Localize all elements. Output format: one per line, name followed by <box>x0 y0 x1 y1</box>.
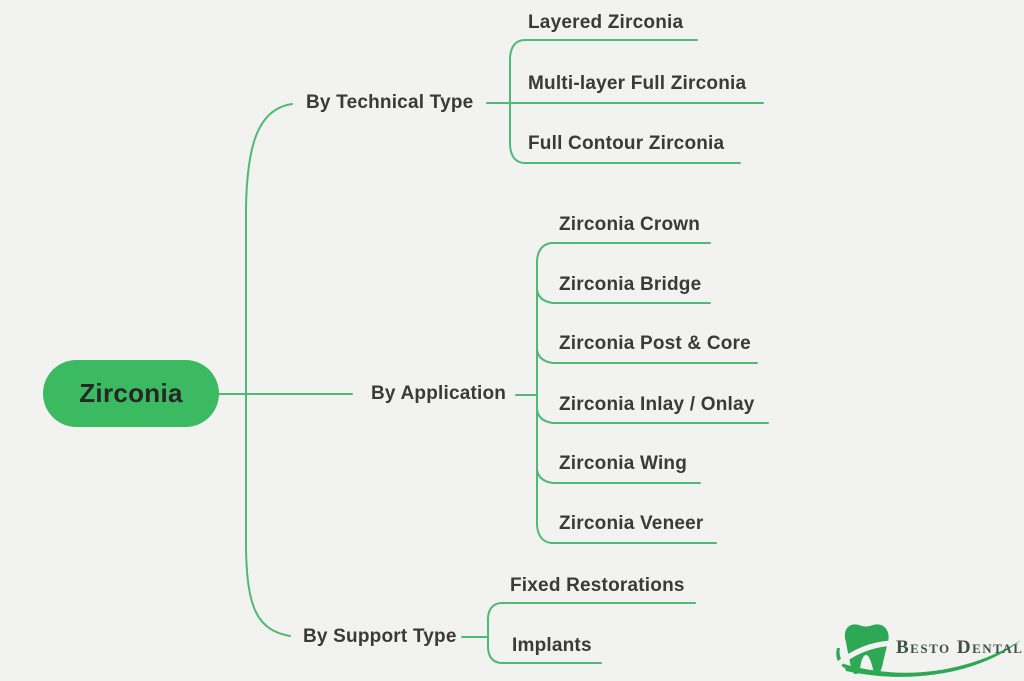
node-zirconia-root[interactable]: Zirconia <box>43 360 219 427</box>
node-by-technical-type[interactable]: By Technical Type <box>306 92 474 113</box>
node-by-application[interactable]: By Application <box>371 383 507 404</box>
node-by-support-type[interactable]: By Support Type <box>303 626 457 647</box>
connector-inlay-underline <box>536 408 769 424</box>
connector-support-bracket <box>487 602 696 664</box>
connector-postcore-underline <box>536 348 758 364</box>
node-full-contour-zirconia[interactable]: Full Contour Zirconia <box>528 133 725 154</box>
node-multilayer-full-zirconia[interactable]: Multi-layer Full Zirconia <box>528 73 747 94</box>
logo-swoosh <box>844 640 1021 677</box>
connector-bridge-underline <box>536 288 711 304</box>
node-fixed-restorations[interactable]: Fixed Restorations <box>510 575 685 596</box>
node-zirconia-bridge[interactable]: Zirconia Bridge <box>559 274 702 295</box>
connector-root-bracket <box>245 103 293 637</box>
node-zirconia-wing[interactable]: Zirconia Wing <box>559 453 688 474</box>
connector-application-bracket <box>536 242 717 544</box>
connector-wing-underline <box>536 468 701 484</box>
brand-name: Besto Dental <box>896 637 1024 658</box>
node-layered-zirconia[interactable]: Layered Zirconia <box>528 12 684 33</box>
node-zirconia-crown[interactable]: Zirconia Crown <box>559 214 701 235</box>
tooth-icon <box>833 624 897 675</box>
node-zirconia-veneer[interactable]: Zirconia Veneer <box>559 513 704 534</box>
node-zirconia-inlay-onlay[interactable]: Zirconia Inlay / Onlay <box>559 394 755 415</box>
node-zirconia-post-core[interactable]: Zirconia Post & Core <box>559 333 751 354</box>
connector-technical-bracket <box>509 39 741 164</box>
node-implants[interactable]: Implants <box>512 635 592 656</box>
